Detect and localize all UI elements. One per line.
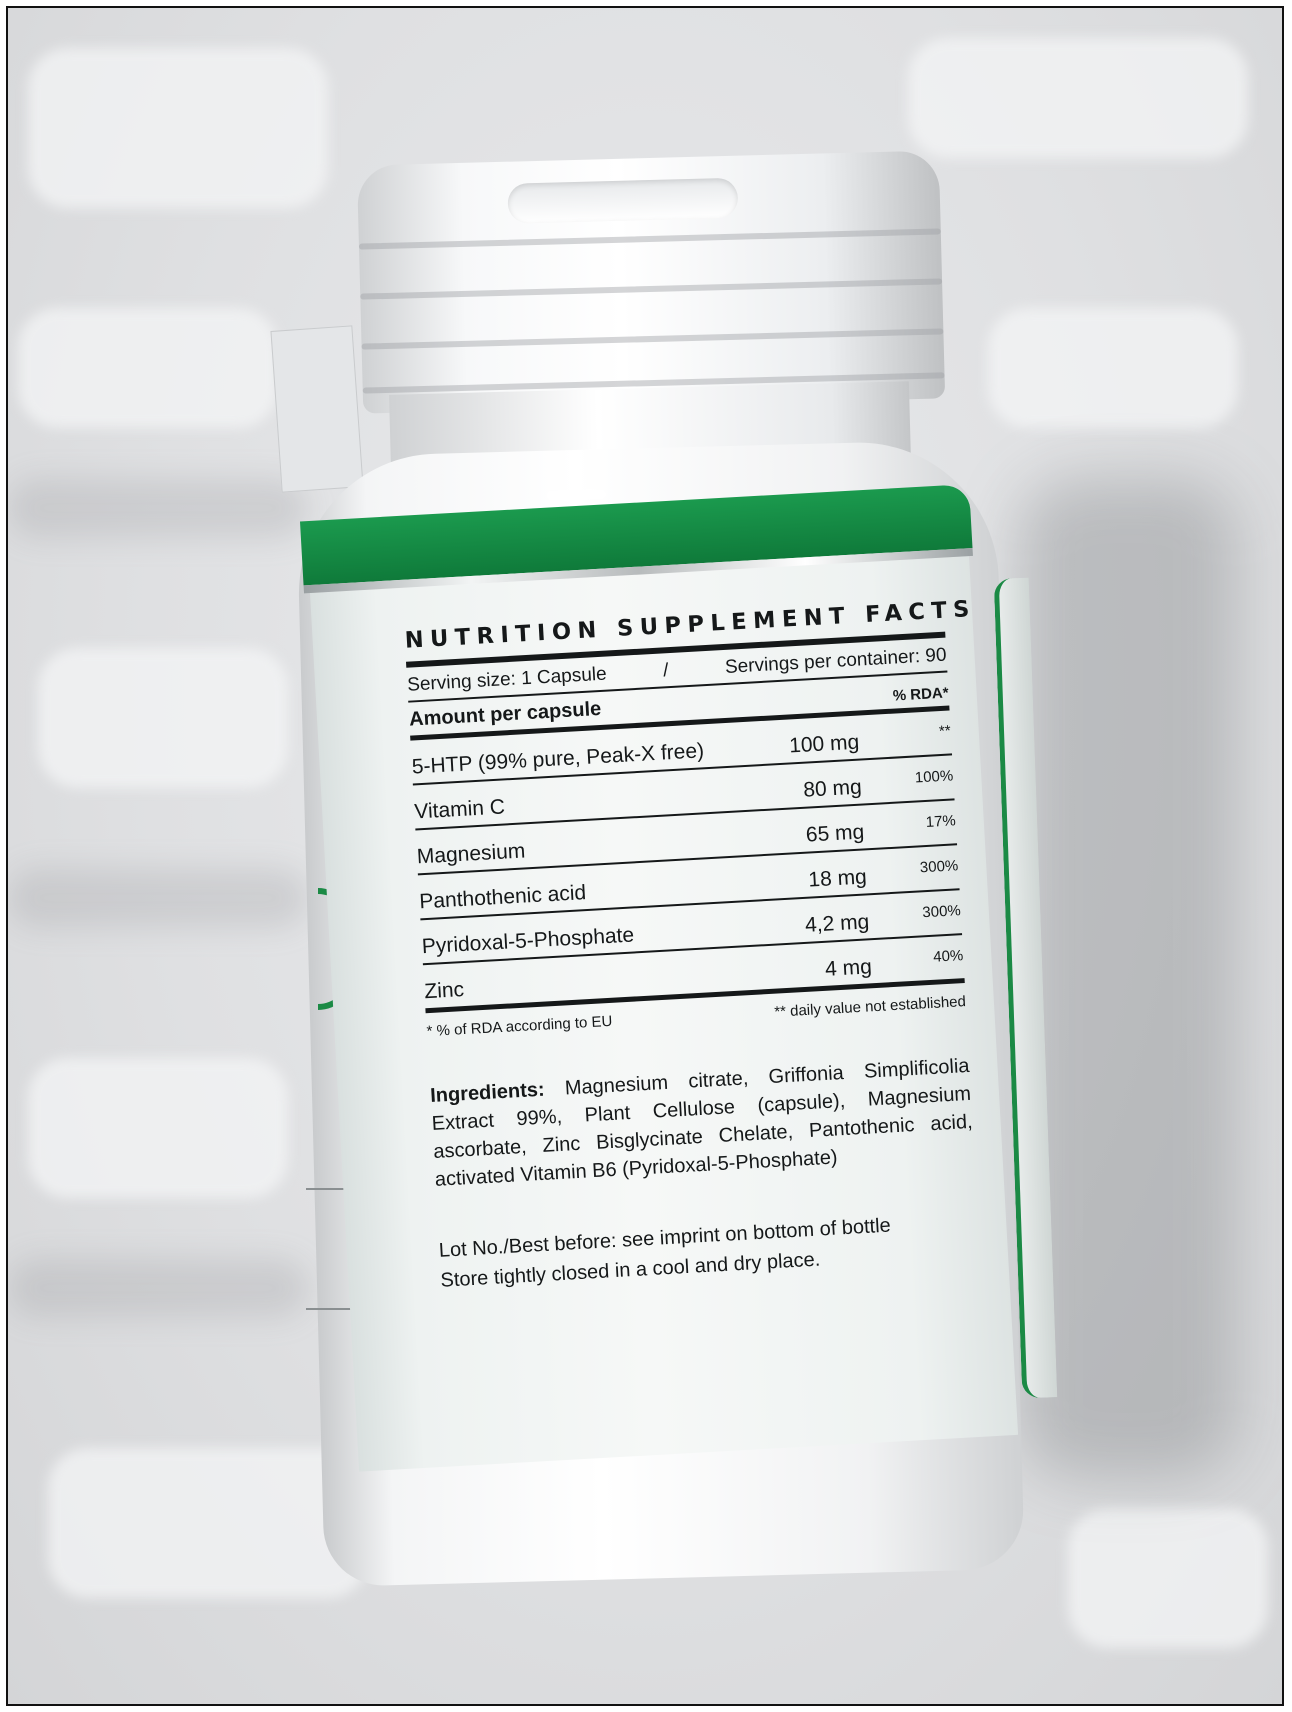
background-texture <box>1068 1508 1268 1648</box>
serving-separator: / <box>662 660 670 682</box>
photo-frame: NUTRITION SUPPLEMENT FACTS Serving size:… <box>6 6 1284 1706</box>
footnote-rda: * % of RDA according to EU <box>426 1012 613 1041</box>
label-divider-left <box>306 1308 354 1310</box>
nutrient-table: 5-HTP (99% pure, Peak-X free) 100 mg ** … <box>410 710 965 1014</box>
background-texture <box>18 308 278 428</box>
ingredients-text: Magnesium citrate, Griffonia Simplificol… <box>431 1054 974 1191</box>
body-highlight <box>546 489 607 501</box>
nutrient-name: Zinc <box>423 978 465 1004</box>
serving-size: Serving size: 1 Capsule <box>406 663 608 696</box>
cap-ridge <box>358 228 941 250</box>
bottle-cap <box>356 150 946 414</box>
cap-notch <box>507 177 739 224</box>
background-texture <box>28 1058 288 1198</box>
background-shadow <box>8 1258 308 1318</box>
storage-block: Lot No./Best before: see imprint on bott… <box>438 1206 981 1296</box>
background-texture <box>28 48 328 208</box>
nutrient-rda: 100% <box>914 767 954 787</box>
supplement-label: NUTRITION SUPPLEMENT FACTS Serving size:… <box>299 484 1019 1472</box>
nutrient-rda: 300% <box>921 902 962 922</box>
rda-header: % RDA* <box>892 684 950 705</box>
bottle-shadow <box>1018 478 1238 1478</box>
facts-panel: NUTRITION SUPPLEMENT FACTS Serving size:… <box>404 596 981 1296</box>
ingredients-block: Ingredients: Magnesium citrate, Griffoni… <box>429 1052 974 1194</box>
side-tag <box>270 325 364 493</box>
nutrient-rda: 40% <box>932 947 964 966</box>
background-shadow <box>8 868 308 928</box>
cap-ridge <box>361 328 944 350</box>
ingredients-heading: Ingredients: <box>429 1078 546 1108</box>
background-texture <box>988 308 1238 428</box>
amount-header: Amount per capsule <box>408 697 602 731</box>
nutrient-rda: ** <box>938 722 952 741</box>
footnote-daily-value: ** daily value not established <box>773 993 967 1021</box>
background-shadow <box>8 478 308 538</box>
nutrient-rda: 17% <box>925 812 957 831</box>
background-texture <box>48 1448 368 1598</box>
background-texture <box>38 648 288 788</box>
label-divider-left <box>306 1188 354 1190</box>
nutrient-rda: 300% <box>919 857 959 877</box>
nutrient-amount: 4 mg <box>824 955 873 981</box>
background-texture <box>908 38 1248 158</box>
cap-ridge <box>360 278 943 300</box>
